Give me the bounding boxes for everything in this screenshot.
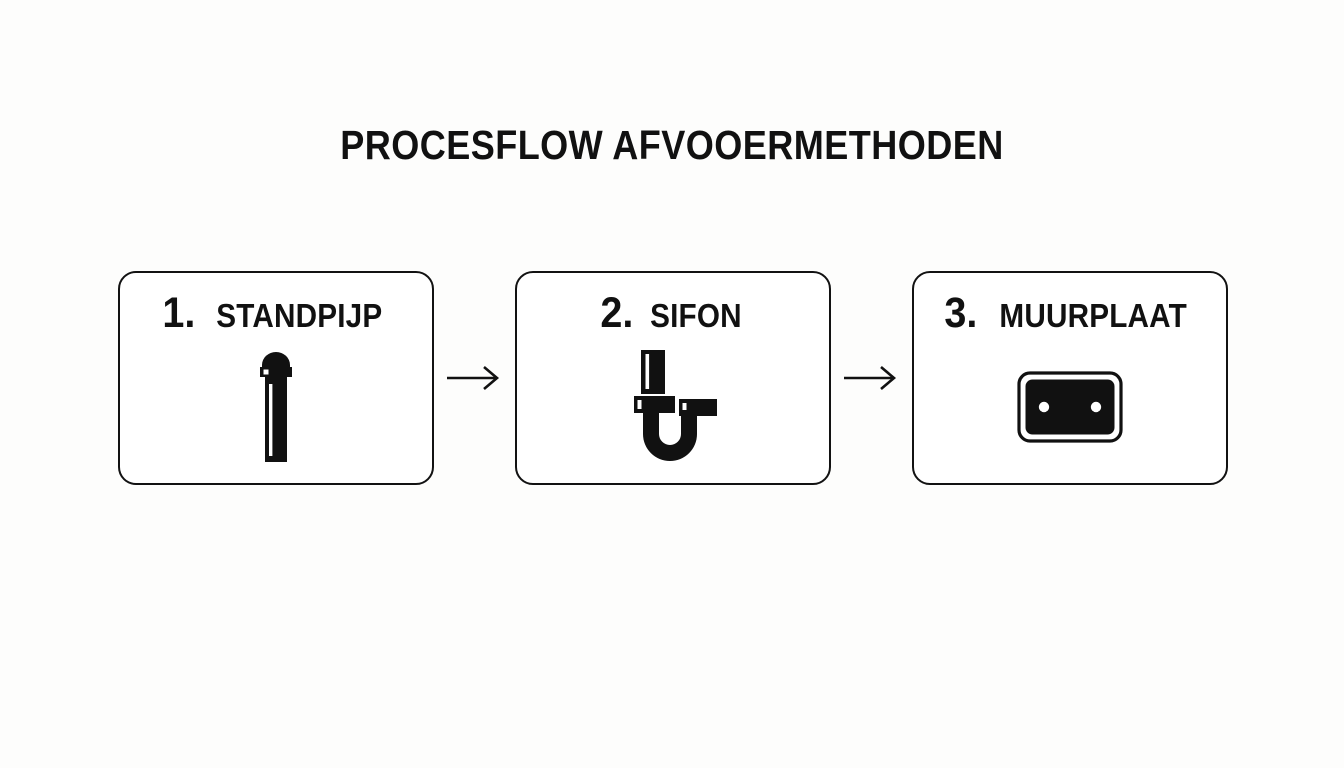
arrow-right-icon [446,366,499,390]
step-2-header: 2. SIFON [517,292,829,335]
step-3-header: 3. MUURPLAAT [914,292,1226,335]
step-2-icon-area [517,344,829,469]
step-1-number: 1. [162,289,196,337]
step-1-icon-area [120,344,432,469]
siphon-p-trap-icon [634,349,717,461]
step-3-number: 3. [944,289,978,337]
step-card-3[interactable]: 3. MUURPLAAT [912,271,1228,485]
flow-arrow-1 [444,361,506,395]
step-3-icon-area [914,344,1226,469]
wall-plate-icon [1017,370,1123,443]
step-card-2[interactable]: 2. SIFON [515,271,831,485]
step-2-label: SIFON [650,297,742,334]
process-flow-row: 1. STANDPIJP [118,270,1228,486]
standpipe-icon [260,351,292,462]
step-1-header: 1. STANDPIJP [120,292,432,335]
page-title: PROCESFLOW AFVOOERMETHODEN [340,122,1004,168]
step-3-label: MUURPLAAT [999,297,1187,334]
step-2-number: 2. [600,289,634,337]
arrow-right-icon [843,366,896,390]
flow-arrow-2 [841,361,903,395]
step-1-label: STANDPIJP [215,297,382,334]
step-card-1[interactable]: 1. STANDPIJP [118,271,434,485]
